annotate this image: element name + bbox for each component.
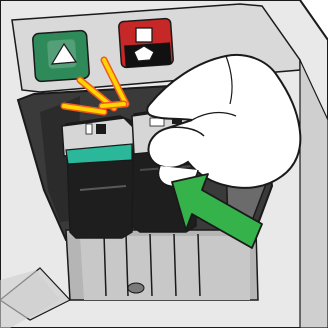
square-outline-icon: [136, 28, 152, 42]
cartridge-label-grid: [96, 124, 106, 134]
tricolor-cartridge: [62, 116, 134, 238]
